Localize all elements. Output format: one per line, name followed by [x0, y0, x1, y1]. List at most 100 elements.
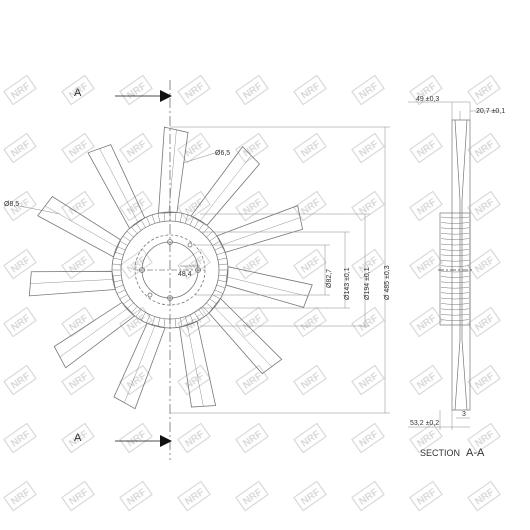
section-rib	[440, 292, 470, 294]
nrf-watermark: NRF	[61, 132, 95, 164]
hub-rib	[198, 222, 205, 231]
fan-blade	[113, 322, 166, 410]
hub-rib	[218, 274, 228, 277]
blade-rib	[124, 325, 155, 403]
nrf-watermark: NRF	[3, 132, 37, 164]
nrf-watermark: NRF	[235, 422, 269, 454]
hub-rib	[179, 317, 183, 327]
nrf-watermark: NRF	[293, 306, 327, 338]
section-rib	[440, 243, 470, 246]
section-dimension-lines	[408, 101, 500, 430]
section-rib	[440, 265, 470, 267]
hub-rib	[140, 312, 146, 321]
nrf-watermark: NRF	[235, 74, 269, 106]
section-rib	[440, 319, 470, 321]
nrf-watermark: NRF	[409, 364, 443, 396]
section-label-top: A	[74, 87, 82, 99]
nrf-watermark-pattern: NRF NRF NRF NRF NRF NRF NRF NRF NRF NRF NRF NRF NRF N…	[3, 74, 501, 512]
nrf-watermark: NRF	[61, 248, 95, 280]
nrf-watermark: NRF	[3, 422, 37, 454]
hub-rib	[163, 318, 166, 328]
hub-rib	[131, 306, 138, 314]
hub-rib	[157, 213, 161, 223]
nrf-watermark: NRF	[177, 480, 211, 512]
blade-rib	[200, 155, 252, 221]
fan-blade	[87, 144, 146, 229]
section-view	[438, 119, 474, 411]
fan-blade	[225, 266, 313, 308]
hub-rib	[151, 316, 156, 326]
hub-rib	[131, 226, 138, 234]
section-rib	[440, 276, 470, 278]
nrf-watermark: NRF	[467, 132, 501, 164]
hub-rib-lines	[440, 216, 470, 321]
hub-rib	[214, 246, 224, 251]
section-rib	[440, 297, 470, 300]
blade-rib	[187, 325, 204, 407]
blade-rib	[227, 276, 308, 297]
hub-rib	[113, 279, 123, 283]
nrf-watermark: NRF	[119, 306, 153, 338]
blade-rib	[214, 306, 272, 367]
nrf-watermark: NRF	[409, 248, 443, 280]
section-rib	[440, 249, 470, 251]
dim-center-offset: 48,4	[178, 271, 192, 278]
hub-rib	[126, 302, 134, 309]
nrf-watermark: NRF	[409, 480, 443, 512]
dim-blade-width: 20,7 ±0,1	[476, 108, 505, 115]
hub-rib	[198, 309, 205, 318]
nrf-watermark: NRF	[119, 190, 153, 222]
hub-rib	[119, 240, 128, 246]
section-marker-bottom: A	[74, 432, 172, 447]
nrf-watermark: NRF	[409, 132, 443, 164]
section-rib	[440, 238, 470, 240]
section-rib	[440, 254, 470, 257]
hub-rib	[140, 219, 146, 228]
hub-rib	[184, 316, 189, 326]
hub-rib	[179, 213, 183, 223]
hub-rib	[157, 317, 161, 327]
section-rib	[440, 286, 470, 289]
fan-blade	[179, 320, 217, 408]
front-dimension-lines	[19, 126, 390, 414]
dim-bolt-circle-inner: Ø143 ±0,1	[344, 267, 351, 300]
nrf-watermark: NRF	[119, 480, 153, 512]
hub-rib	[194, 312, 200, 321]
section-rib	[440, 270, 470, 273]
nrf-watermark: NRF	[467, 480, 501, 512]
hub-rib	[216, 251, 226, 256]
blade-rib	[59, 308, 128, 358]
nrf-watermark: NRF	[177, 422, 211, 454]
nrf-watermark: NRF	[177, 74, 211, 106]
hub-rib	[122, 298, 131, 305]
fan-front-view	[28, 80, 313, 460]
hub-rib	[112, 263, 122, 266]
nrf-watermark: NRF	[293, 132, 327, 164]
hub-rib	[116, 289, 126, 294]
section-marker-top: A	[74, 87, 172, 102]
hub-rib	[114, 251, 124, 256]
section-rib	[440, 281, 470, 284]
nrf-watermark: NRF	[61, 480, 95, 512]
nrf-watermark: NRF	[351, 364, 385, 396]
dim-bottom-small: 3	[462, 411, 466, 418]
nrf-watermark: NRF	[61, 364, 95, 396]
nrf-watermark: NRF	[351, 74, 385, 106]
hub-rib	[189, 314, 194, 324]
section-title: SECTION	[420, 448, 460, 458]
hub-rib	[122, 235, 131, 242]
hub-rib	[135, 309, 142, 318]
section-rib	[440, 308, 470, 311]
nrf-watermark: NRF	[235, 480, 269, 512]
nrf-watermark: NRF	[293, 364, 327, 396]
nrf-watermark: NRF	[235, 190, 269, 222]
hub-rib	[217, 279, 227, 283]
hub-section	[439, 212, 471, 326]
hub-rib	[216, 284, 226, 289]
dim-hub-depth: 53,2 ±0,2	[410, 420, 439, 427]
nrf-watermark: NRF	[351, 132, 385, 164]
nrf-watermark: NRF	[351, 190, 385, 222]
nrf-watermark: NRF	[119, 74, 153, 106]
hub-rib	[174, 212, 177, 222]
nrf-watermark: NRF	[467, 190, 501, 222]
